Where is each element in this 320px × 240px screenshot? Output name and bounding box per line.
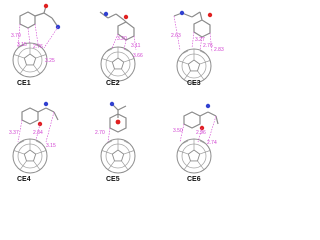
oxygen-atom-ce2 [123, 14, 129, 20]
oxygen-atom-ce5 [115, 119, 121, 125]
oxygen-atom-ce3 [207, 12, 213, 18]
molecule-ce1 [19, 5, 59, 29]
oxygen-atom-ce1 [43, 3, 49, 9]
distance-label: 3.66 [133, 53, 143, 59]
distance-lines-ce2 [111, 33, 137, 51]
distance-label: 3.15 [17, 42, 27, 48]
fullerene-cage-ce4 [12, 138, 48, 174]
conformer-figure: 3.70 2.76 3.15 3.25 3.20 3.11 3.66 [9, 3, 224, 174]
distance-lines-ce5 [107, 127, 111, 143]
distance-label: 2.84 [33, 130, 43, 136]
fullerene-cage-ce3 [176, 48, 212, 84]
panel-ce4: 3.37 2.84 3.15 [9, 101, 59, 174]
panel-label-ce2: CE2 [106, 80, 120, 87]
panel-ce3: 2.63 3.27 2.76 2.83 [171, 10, 224, 84]
distance-label: 3.27 [195, 37, 205, 43]
panel-label-ce3: CE3 [187, 80, 201, 87]
nitrogen-atom-ce3 [179, 10, 185, 16]
distance-label: 2.76 [203, 43, 213, 49]
distance-label: 2.63 [171, 33, 181, 39]
distance-lines-ce1 [17, 23, 59, 49]
fullerene-cage-ce6 [176, 138, 212, 174]
distance-label: 2.74 [207, 140, 217, 146]
distance-label: 2.70 [95, 130, 105, 136]
molecule-ce4 [21, 107, 59, 125]
molecule-ce5 [109, 103, 127, 133]
nitrogen-atom-ce5 [109, 101, 115, 107]
distance-label: 3.11 [131, 43, 141, 49]
panel-ce2: 3.20 3.11 3.66 [99, 11, 143, 82]
panel-ce5: 2.70 [95, 101, 136, 174]
panel-label-ce6: CE6 [187, 176, 201, 183]
distance-label: 2.83 [214, 47, 224, 53]
nitrogen-atom-ce4 [43, 101, 49, 107]
panel-label-ce4: CE4 [17, 176, 31, 183]
distance-label: 3.70 [11, 33, 21, 39]
distance-label: 3.37 [9, 130, 19, 136]
nitrogen-atom-ce6 [205, 103, 211, 109]
nitrogen-atom-ce2 [103, 11, 109, 17]
distance-lines-ce6 [179, 115, 217, 143]
distance-label: 2.96 [196, 130, 206, 136]
distance-label: 3.20 [117, 36, 127, 42]
molecule-ce6 [183, 111, 219, 129]
distance-label: 3.50 [173, 128, 183, 134]
panel-label-ce5: CE5 [106, 176, 120, 183]
distance-label: 3.25 [45, 58, 55, 64]
panel-ce1: 3.70 2.76 3.15 3.25 [11, 3, 61, 78]
distance-label: 2.76 [33, 44, 43, 50]
panel-label-ce1: CE1 [17, 80, 31, 87]
fullerene-cage-ce2 [100, 46, 136, 82]
distance-label: 3.15 [46, 143, 56, 149]
fullerene-cage-ce5 [100, 138, 136, 174]
distance-lines-ce4 [17, 111, 55, 143]
panel-ce6: 3.50 2.96 2.74 [173, 103, 219, 174]
distance-lines-ce3 [173, 15, 213, 53]
